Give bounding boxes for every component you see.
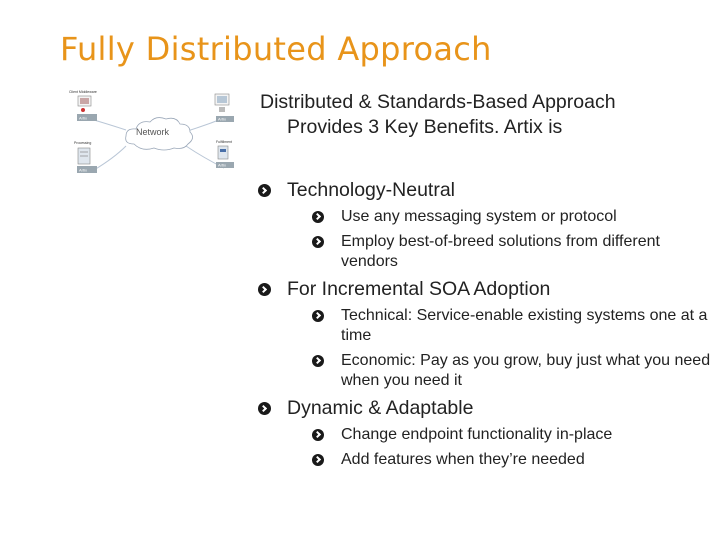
sub-bullet-text: Use any messaging system or protocol (341, 208, 617, 225)
artix-badge-label: Artix (218, 163, 226, 168)
sub-bullet-text: Economic: Pay as you grow, buy just what… (341, 352, 711, 389)
node-label-processing: Processing (74, 141, 91, 145)
bullet-arrow-icon (312, 429, 324, 441)
network-cloud-icon (125, 117, 193, 151)
network-cloud-label: Network (136, 127, 170, 137)
bullet-arrow-icon (312, 454, 324, 466)
bullet-text: For Incremental SOA Adoption (287, 278, 551, 300)
bullet-list: Technology-Neutral Use any messaging sys… (258, 178, 718, 475)
intro-text: Distributed & Standards-Based Approach P… (260, 90, 710, 140)
artix-badge-label: Artix (79, 168, 87, 173)
sub-bullet-text: Change endpoint functionality in-place (341, 426, 613, 443)
bullet-arrow-icon (312, 310, 324, 322)
network-diagram: Network Client Middleware Artix Processi… (69, 90, 234, 173)
server-icon (217, 145, 229, 160)
sub-bullet-item: Use any messaging system or protocol (258, 207, 718, 227)
sub-bullet-item: Add features when they’re needed (258, 450, 718, 470)
bullet-text: Dynamic & Adaptable (287, 397, 474, 419)
bullet-arrow-icon (312, 211, 324, 223)
artix-badge-label: Artix (79, 116, 87, 121)
artix-badge-label: Artix (218, 117, 226, 122)
bullet-arrow-icon (258, 184, 271, 197)
sub-bullet-item: Economic: Pay as you grow, buy just what… (258, 351, 718, 391)
node-label-fulfillment: Fulfillment (216, 140, 232, 144)
bullet-arrow-icon (258, 402, 271, 415)
bullet-arrow-icon (312, 355, 324, 367)
artix-badge (216, 162, 234, 168)
bullet-arrow-icon (312, 236, 324, 248)
sub-bullet-text: Add features when they’re needed (341, 451, 585, 468)
bullet-group: For Incremental SOA Adoption Technical: … (258, 277, 718, 391)
sub-bullet-item: Technical: Service-enable existing syste… (258, 306, 718, 346)
sub-bullet-text: Employ best-of-breed solutions from diff… (341, 233, 660, 270)
bullet-arrow-icon (258, 283, 271, 296)
slide-title: Fully Distributed Approach (60, 30, 492, 68)
sub-bullet-item: Employ best-of-breed solutions from diff… (258, 232, 718, 272)
intro-line-1: Distributed & Standards-Based Approach (260, 91, 616, 113)
artix-badge (77, 166, 97, 173)
node-label-client: Client Middleware (69, 90, 97, 94)
artix-badge (77, 114, 97, 121)
bullet-item: Technology-Neutral (258, 178, 718, 202)
artix-badge (216, 116, 234, 122)
bullet-item: Dynamic & Adaptable (258, 396, 718, 420)
record-icon (81, 108, 85, 112)
sub-bullet-text: Technical: Service-enable existing syste… (341, 307, 708, 344)
sub-bullet-item: Change endpoint functionality in-place (258, 425, 718, 445)
bullet-text: Technology-Neutral (287, 179, 456, 201)
bullet-group: Dynamic & Adaptable Change endpoint func… (258, 396, 718, 470)
bullet-group: Technology-Neutral Use any messaging sys… (258, 178, 718, 272)
bullet-item: For Incremental SOA Adoption (258, 277, 718, 301)
intro-line-2: Provides 3 Key Benefits. Artix is (287, 116, 563, 138)
